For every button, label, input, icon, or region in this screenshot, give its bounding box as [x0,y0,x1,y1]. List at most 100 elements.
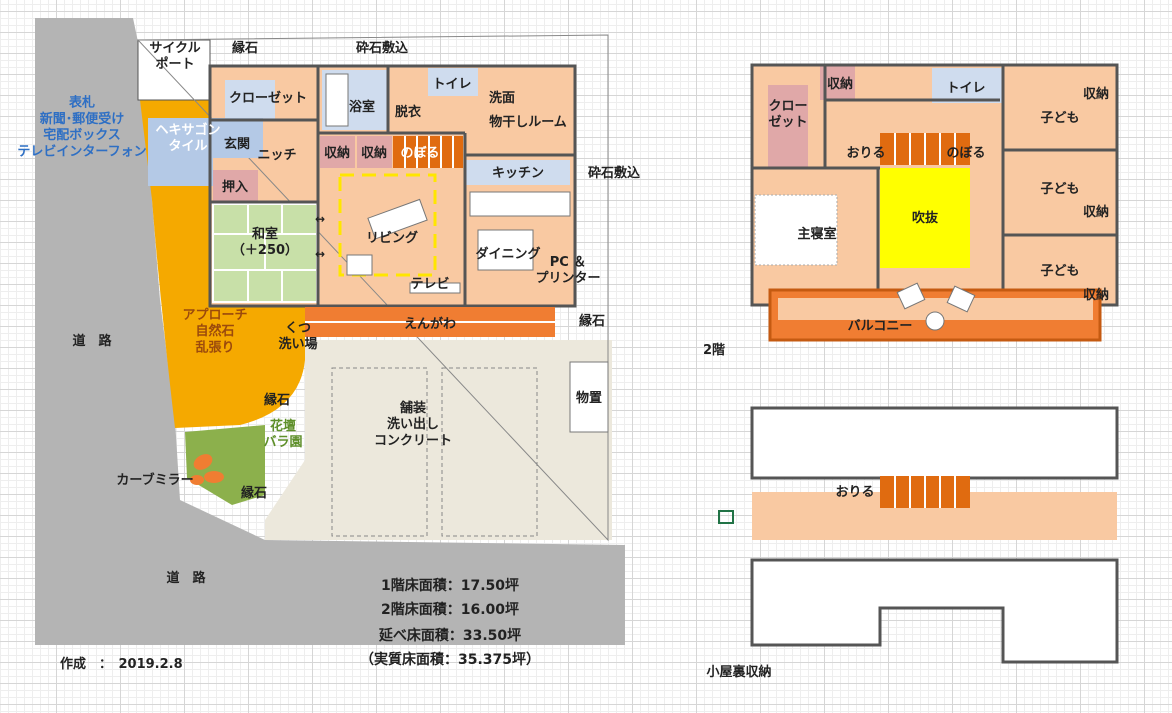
label-kitchen: キッチン [492,166,544,181]
label-up-stairs: のぼる [400,146,439,161]
label-road-bottom: 道 路 [166,570,206,586]
parking-2 [441,367,538,537]
yard-paving-area [265,340,612,540]
balcony-inner [778,298,1093,320]
atrium [880,168,970,268]
chair-1 [896,282,926,310]
floor2-labels: 2階 収納 トイレ 収納 クローゼット おりる のぼる 子ども 子ども 収納 主… [703,76,1109,358]
oshiire-room [213,170,258,202]
balcony-table [925,311,945,331]
label-f2-balcony: バルコニー [848,319,913,334]
label-edge-top: 縁石 [232,40,258,56]
chair-2 [946,285,976,313]
cycle-port [137,39,211,101]
label-hex-tile: ヘキサゴンタイル [155,122,220,154]
arrow-2: ↔ [315,247,325,261]
label-shoe-wash: くつ洗い場 [278,321,317,352]
label-f2-child3: 子ども [1040,264,1079,279]
label-road-left: 道 路 [72,333,112,349]
attic-plan [718,406,1119,664]
label-drying-room: 物干しルーム [489,114,567,130]
parking-1 [331,367,428,537]
curve-mirror-shape-3 [190,475,204,485]
label-engawa: えんがわ [404,316,456,332]
bathtub [325,73,349,127]
floor2-closet [768,85,808,167]
toilet-room [428,68,478,96]
arrow-1: ↔ [315,212,325,226]
label-f2-child2: 子ども [1040,182,1079,197]
label-f2-atrium: 吹抜 [912,210,939,226]
label-japanese-room: 和室（＋250） [232,226,298,258]
label-paving: 舗装洗い出しコンクリート [374,400,452,449]
label-attic-down: おりる [835,485,874,500]
label-edge-mid: 縁石 [264,392,290,408]
area-line-1: 1階床面積：17.50坪 [381,577,519,594]
floor1-labels: サイクルポート 縁石 砕石敷込 クローゼット 浴室 トイレ 脱衣 洗面 物干しル… [17,40,641,672]
label-floor2-title: 2階 [703,342,725,358]
storage2-room [357,136,392,168]
storage-shed [569,361,609,433]
label-created: 作成 ： 2019.2.8 [60,656,183,672]
master-bed [754,194,838,266]
tv-stand [409,282,461,294]
dressing-room [390,70,428,130]
storage1-room [320,136,355,168]
label-pc-printer: PC ＆プリンター [535,255,600,286]
label-f2-down-stairs: おりる [846,146,885,161]
label-niche: ニッチ [257,148,296,163]
stairs-floor2 [880,133,970,165]
label-bath: 浴室 [349,99,375,115]
label-f2-storage-top: 収納 [827,76,853,92]
label-storage-shed: 物置 [576,390,602,406]
kitchen-sink [469,191,571,217]
floor2-plan [750,63,1119,342]
cell-selector[interactable] [718,510,734,524]
japanese-room-tatami [212,203,318,303]
label-storage2: 収納 [361,145,387,161]
label-f2-storage-bottom: 収納 [1083,287,1109,303]
label-f2-toilet: トイレ [946,81,985,96]
sofa [367,198,428,240]
flower-bed [185,425,265,505]
floor1-walls [208,64,577,308]
label-oshiire: 押入 [222,179,248,195]
attic-bottom-block [750,558,1119,664]
curve-mirror-shape-2 [204,471,224,483]
label-living: リビング [366,230,418,246]
washroom [482,68,570,126]
label-gravel-right: 砕石敷込 [588,165,641,181]
hex-tile-entry [148,118,213,186]
label-attic-title: 小屋裏収納 [706,664,771,680]
label-f2-master: 主寝室 [797,226,836,242]
label-curve-mirror: カーブミラー [116,472,193,488]
closet-room [225,80,275,120]
label-storage1: 収納 [324,145,350,161]
area-line-2: 2階床面積：16.00坪 [381,601,519,618]
label-entrance: 玄関 [224,136,250,152]
label-nameplate: 表札新聞･郵便受け宅配ボックステレビインターフォン [17,95,146,160]
label-dressing: 脱衣 [395,104,421,120]
label-edge-bottom: 縁石 [241,485,267,501]
floor1-plan: ↔ ↔ [35,18,625,645]
table-living [346,254,373,276]
floor2-toilet [932,68,1002,103]
area-summary: 1階床面積：17.50坪 2階床面積：16.00坪 延べ床面積：33.50坪 （… [360,577,540,668]
label-edge-right: 縁石 [579,313,605,329]
label-closet: クローゼット [229,90,307,106]
area-line-3: 延べ床面積：33.50坪 [378,627,521,644]
label-toilet: トイレ [432,77,471,92]
dining-table [477,229,534,271]
attic-labels: おりる 小屋裏収納 [706,485,874,680]
label-approach: アプローチ自然石乱張り [182,308,247,356]
label-f2-storage-mid: 収納 [1083,204,1109,220]
label-washroom: 洗面 [489,90,515,106]
label-f2-closet: クローゼット [768,99,807,130]
label-f2-up-stairs: のぼる [946,146,985,161]
label-gravel-top: 砕石敷込 [356,40,409,56]
site-boundary [136,34,609,542]
entrance-room [213,118,263,158]
road-left [35,18,625,645]
label-f2-child1: 子ども [1040,111,1079,126]
